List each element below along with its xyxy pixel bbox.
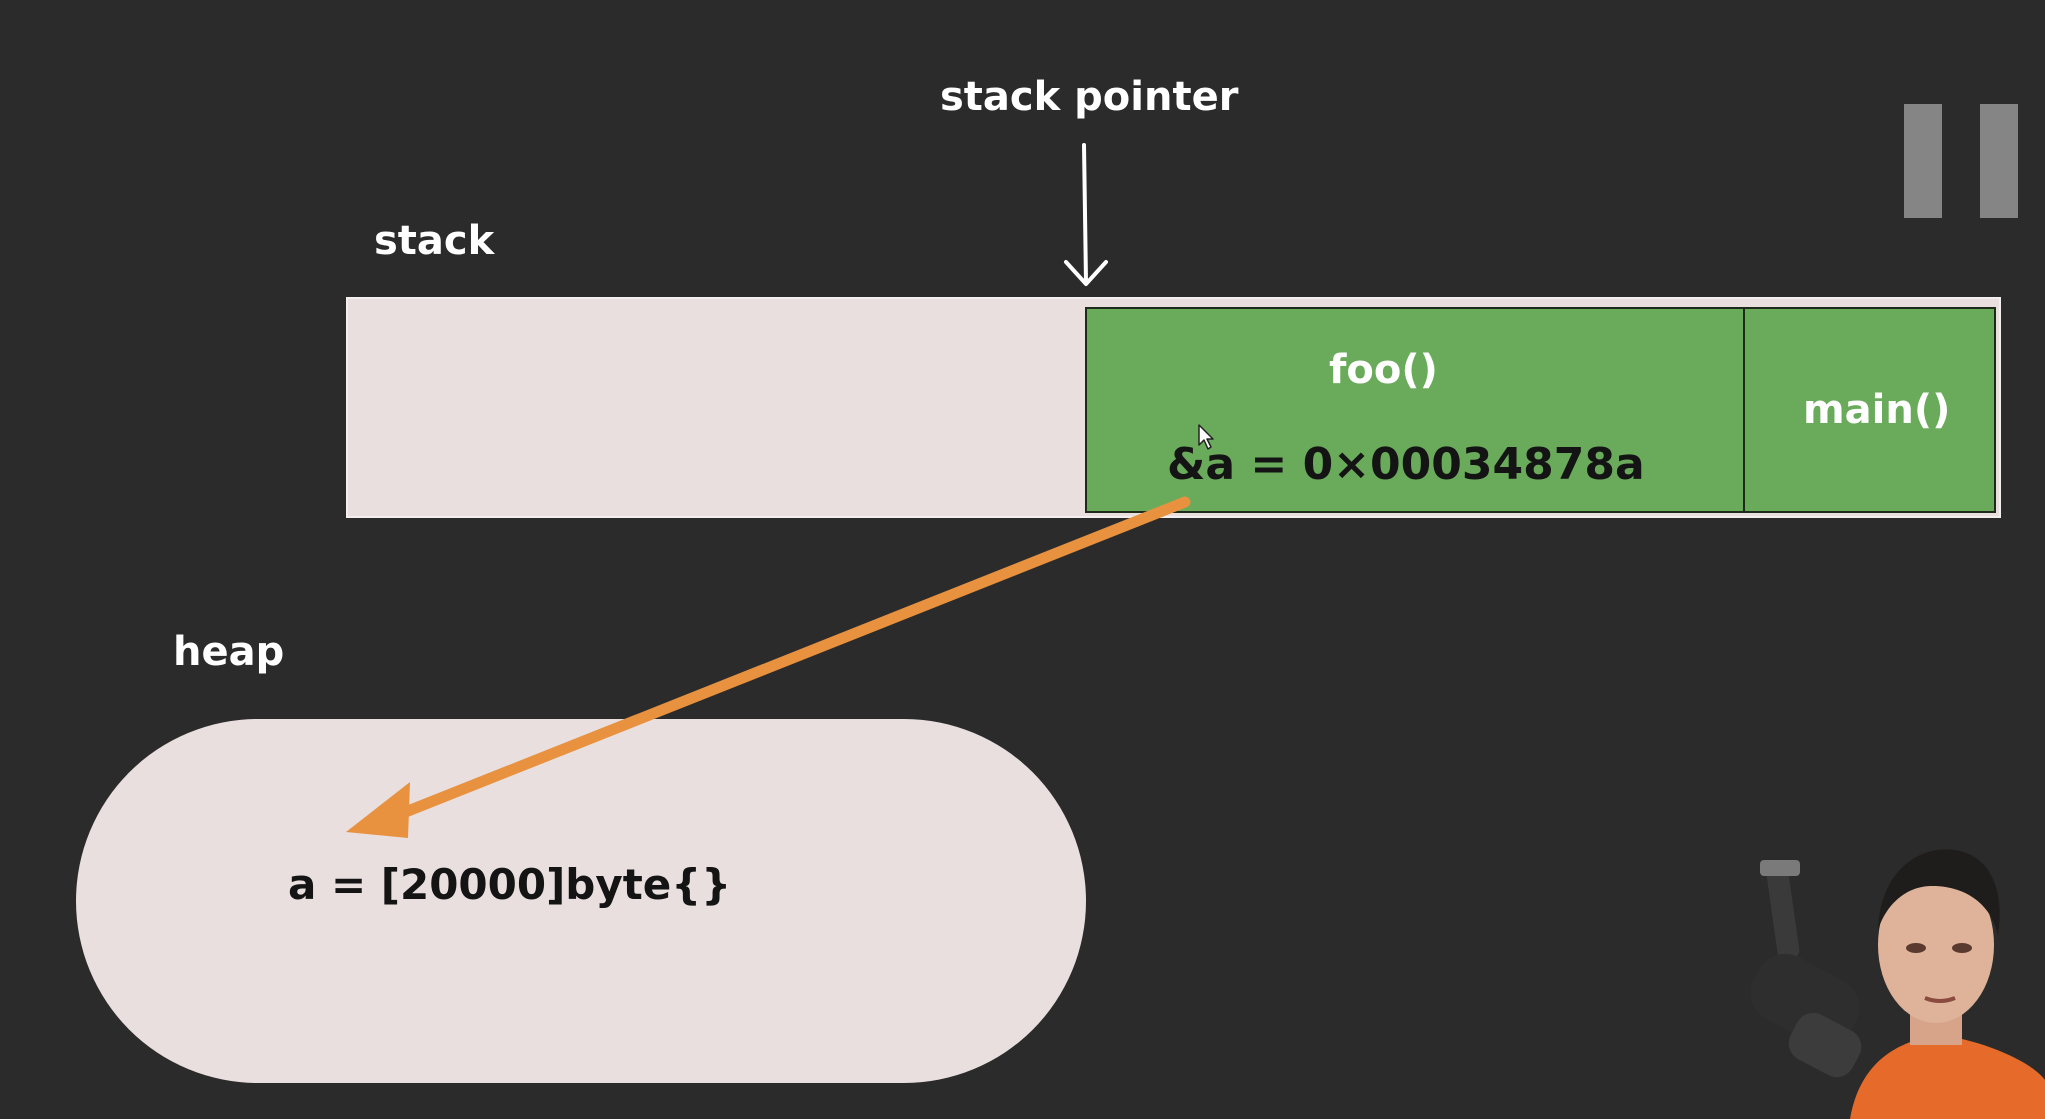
stack-label: stack	[374, 218, 495, 264]
stack-frame-foo: foo() &a = 0×00034878a	[1085, 307, 1745, 513]
presenter-person	[1850, 849, 2045, 1119]
frame-title-foo: foo()	[1329, 347, 1438, 393]
pause-bar-left	[1904, 104, 1942, 218]
pause-icon[interactable]	[1904, 104, 2018, 218]
stack-frame-main: main()	[1743, 307, 1996, 513]
pause-bar-right	[1980, 104, 2018, 218]
microphone-icon	[1750, 860, 1862, 1078]
heap-region: a = [20000]byte{}	[76, 719, 1086, 1083]
heap-label: heap	[173, 629, 285, 675]
frame-title-main: main()	[1803, 387, 1951, 433]
stack-pointer-label: stack pointer	[940, 74, 1239, 120]
heap-content: a = [20000]byte{}	[288, 860, 732, 909]
stack-pointer-arrow	[1064, 143, 1108, 286]
presenter-webcam	[1750, 849, 2045, 1119]
frame-content-pointer: &a = 0×00034878a	[1167, 439, 1645, 490]
